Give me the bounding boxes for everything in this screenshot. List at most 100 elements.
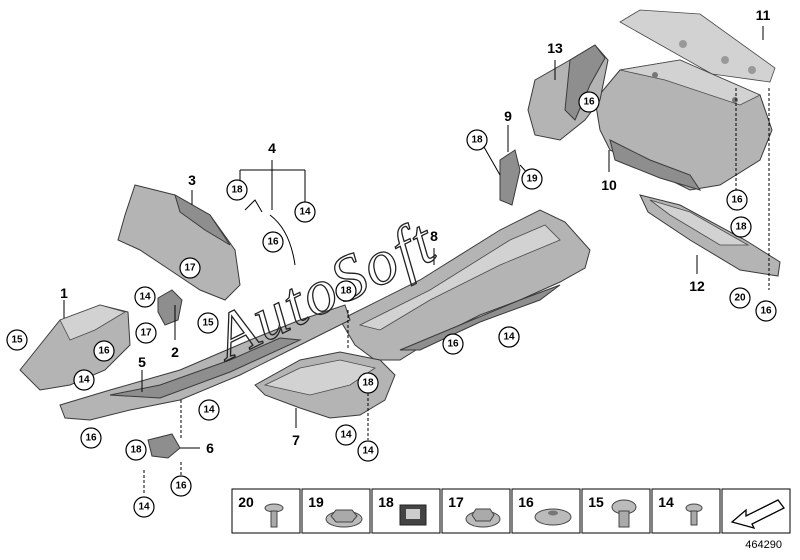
legend-cell-14: 14	[651, 488, 721, 534]
legend-number: 18	[378, 494, 394, 510]
svg-text:18: 18	[130, 445, 142, 456]
svg-text:16: 16	[583, 97, 595, 108]
legend-cell-20: 20	[231, 488, 301, 534]
part-label-3: 3	[188, 172, 196, 188]
part-label-2: 2	[171, 344, 179, 360]
wire-clip-4	[244, 199, 296, 266]
part-labels: 1 2 3 4 5 6 7 8 9 10 11 12 13	[60, 7, 771, 456]
svg-text:14: 14	[362, 446, 374, 457]
legend-number: 20	[238, 494, 254, 510]
svg-text:20: 20	[734, 293, 746, 304]
svg-text:16: 16	[760, 306, 772, 317]
callout-18: 18	[335, 280, 357, 302]
callout-16: 16	[578, 91, 600, 113]
heat-shield-10	[594, 59, 773, 191]
part-label-10: 10	[601, 177, 617, 193]
heat-shield-3	[117, 184, 241, 301]
callout-14: 14	[498, 326, 520, 348]
svg-text:16: 16	[85, 433, 97, 444]
callout-18: 18	[357, 372, 379, 394]
bracket-9	[499, 149, 521, 206]
callout-14: 14	[133, 496, 155, 518]
callout-17: 17	[179, 257, 201, 279]
svg-text:18: 18	[340, 286, 352, 297]
document-number: 464290	[745, 539, 782, 551]
part-label-11: 11	[756, 7, 771, 23]
svg-text:14: 14	[203, 405, 215, 416]
callout-16: 16	[726, 189, 748, 211]
callouts: 15 16 14 14 17 17 15 14 16 18 14 16 18 1…	[6, 91, 777, 518]
expanding-rivet-small-icon	[685, 503, 703, 526]
svg-text:16: 16	[731, 195, 743, 206]
heat-shield-13	[527, 44, 609, 141]
svg-text:18: 18	[471, 135, 483, 146]
hex-nut-with-washer-icon	[465, 508, 501, 528]
heat-shield-1	[19, 304, 131, 391]
callout-15: 15	[197, 312, 219, 334]
expanding-rivet-icon	[611, 499, 637, 528]
callout-14: 14	[294, 201, 316, 223]
callout-15: 15	[6, 329, 28, 351]
svg-text:15: 15	[202, 318, 214, 329]
svg-text:14: 14	[340, 430, 352, 441]
part-label-13: 13	[547, 40, 563, 56]
svg-text:14: 14	[503, 332, 515, 343]
callout-18: 18	[125, 439, 147, 461]
callout-18: 18	[730, 216, 752, 238]
svg-text:18: 18	[231, 185, 243, 196]
legend-cell-18: 18	[371, 488, 441, 534]
flat-washer-nut-icon	[534, 508, 572, 526]
legend-number: 17	[448, 494, 464, 510]
callout-16: 16	[755, 300, 777, 322]
fastener-legend: 20 19 18 17	[231, 488, 791, 534]
arrow-marker-icon	[730, 499, 785, 530]
svg-text:16: 16	[267, 237, 279, 248]
legend-cell-19: 19	[301, 488, 371, 534]
callout-16: 16	[80, 427, 102, 449]
callout-18: 18	[466, 129, 488, 151]
part-label-4: 4	[268, 140, 276, 156]
svg-text:16: 16	[175, 481, 187, 492]
legend-number: 16	[518, 494, 534, 510]
bracket-6	[147, 433, 181, 459]
callout-16: 16	[170, 475, 192, 497]
callout-17: 17	[135, 322, 157, 344]
svg-text:14: 14	[138, 502, 150, 513]
part-label-9: 9	[504, 108, 512, 124]
hex-nut-with-flange-icon	[325, 509, 363, 528]
svg-text:18: 18	[735, 222, 747, 233]
part-label-8: 8	[430, 228, 438, 244]
callout-14: 14	[335, 424, 357, 446]
legend-cell-17: 17	[441, 488, 511, 534]
svg-text:14: 14	[139, 292, 151, 303]
part-label-5: 5	[138, 354, 146, 370]
callout-19: 19	[521, 168, 543, 190]
callout-14: 14	[357, 440, 379, 462]
part-label-1: 1	[60, 285, 68, 301]
svg-text:14: 14	[78, 375, 90, 386]
legend-number: 15	[588, 494, 604, 510]
legend-cell-15: 15	[581, 488, 651, 534]
heat-shield-7	[254, 351, 396, 419]
callout-14: 14	[198, 399, 220, 421]
legend-cell-16: 16	[511, 488, 581, 534]
heat-shield-5	[59, 304, 351, 421]
callout-16: 16	[442, 333, 464, 355]
svg-text:17: 17	[140, 328, 152, 339]
callout-18: 18	[226, 179, 248, 201]
part-label-7: 7	[292, 432, 300, 448]
legend-number: 14	[658, 494, 674, 510]
svg-text:18: 18	[362, 378, 374, 389]
callout-16: 16	[93, 340, 115, 362]
svg-text:19: 19	[526, 174, 538, 185]
svg-text:17: 17	[184, 263, 196, 274]
legend-cell-arrow	[721, 488, 791, 534]
legend-number: 19	[308, 494, 324, 510]
heat-shield-11	[619, 9, 776, 83]
heat-shield-8	[339, 209, 591, 361]
callout-14: 14	[134, 286, 156, 308]
heat-shield-12	[639, 194, 781, 277]
leader-lines	[63, 26, 770, 495]
